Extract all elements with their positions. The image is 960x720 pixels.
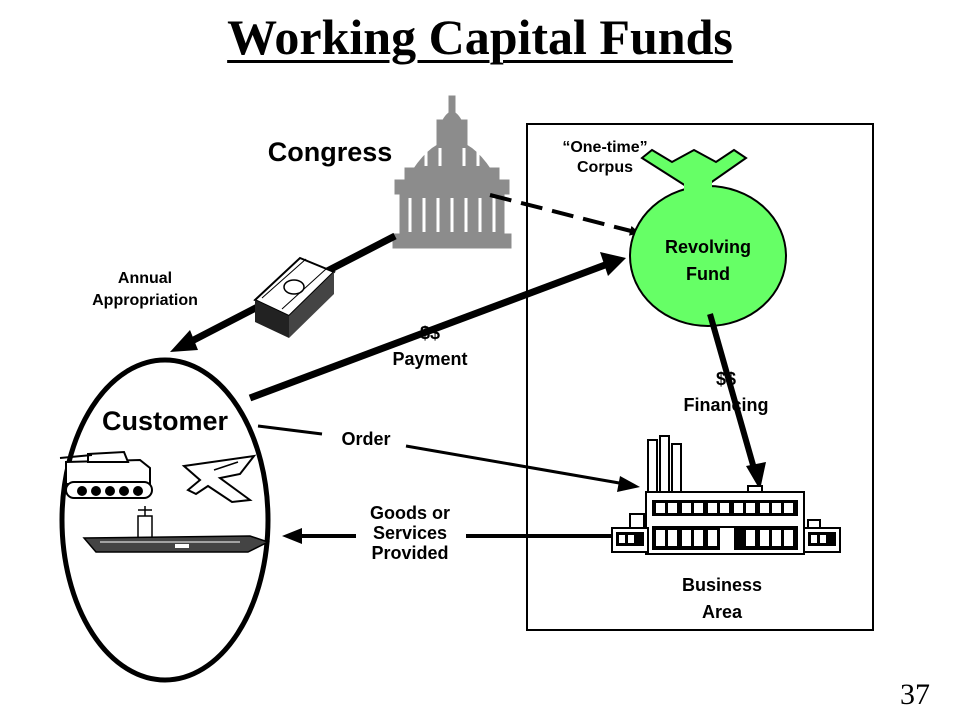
- business-area-label: Business Area: [650, 572, 794, 626]
- annual-appropriation-label: Annual Appropriation: [60, 268, 230, 311]
- financing-arrow: [707, 313, 758, 473]
- business-line1: Business: [681, 575, 763, 595]
- customer-ellipse: [59, 357, 271, 683]
- factory-window-panes: [619, 503, 826, 550]
- annual-line1: Annual: [117, 270, 173, 287]
- page-title: Working Capital Funds: [227, 9, 733, 65]
- payment-line1: $$: [419, 323, 441, 343]
- order-arrow: [257, 424, 323, 436]
- order-label: Order: [341, 429, 391, 449]
- goods-line1: Goods or: [370, 503, 450, 523]
- tank-icon: [59, 450, 153, 499]
- annual-line2: Appropriation: [92, 291, 198, 309]
- corpus-label: “One-time” Corpus: [520, 138, 690, 178]
- payment-label: $$ Payment: [360, 320, 500, 372]
- business-line2: Area: [701, 602, 743, 622]
- money-bag-icon: [629, 148, 787, 327]
- financing-line2: Financing: [683, 395, 769, 416]
- customer-label: Customer: [101, 406, 229, 436]
- revolving-fund-label: Revolving Fund: [630, 234, 786, 288]
- revolving-fund-line2: Fund: [686, 264, 730, 284]
- payment-line2: Payment: [392, 349, 468, 370]
- corpus-label-line1: “One-time”: [562, 139, 648, 156]
- aircraft-carrier-icon: [82, 506, 270, 553]
- congress-label: Congress: [267, 137, 393, 167]
- jet-icon: [181, 454, 257, 504]
- business-boundary-box: [526, 123, 874, 631]
- page-number: 37: [900, 678, 930, 711]
- money-stack-icon: [253, 256, 336, 338]
- financing-label: $$ Financing: [654, 366, 798, 418]
- payment-arrow: [248, 261, 607, 402]
- goods-line3: Provided: [371, 542, 449, 563]
- capitol-icon: [392, 95, 512, 249]
- goods-services-label: Goods or Services Provided: [340, 503, 480, 563]
- goods-line2: Services: [372, 522, 448, 543]
- corpus-label-line2: Corpus: [577, 159, 633, 176]
- corpus-dashed-arrow: [489, 193, 640, 236]
- financing-line1: $$: [715, 369, 737, 389]
- revolving-fund-line1: Revolving: [664, 237, 752, 257]
